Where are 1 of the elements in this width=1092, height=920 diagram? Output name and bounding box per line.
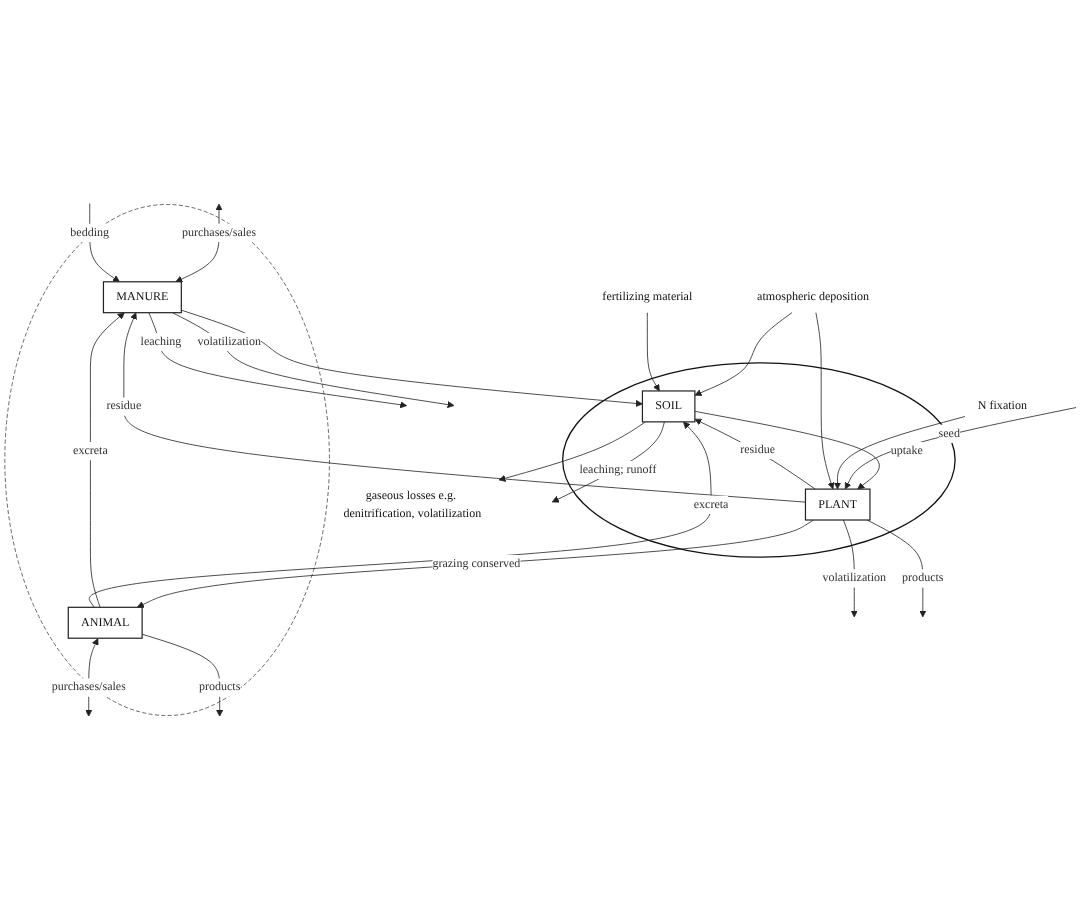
cluster xyxy=(562,362,956,558)
